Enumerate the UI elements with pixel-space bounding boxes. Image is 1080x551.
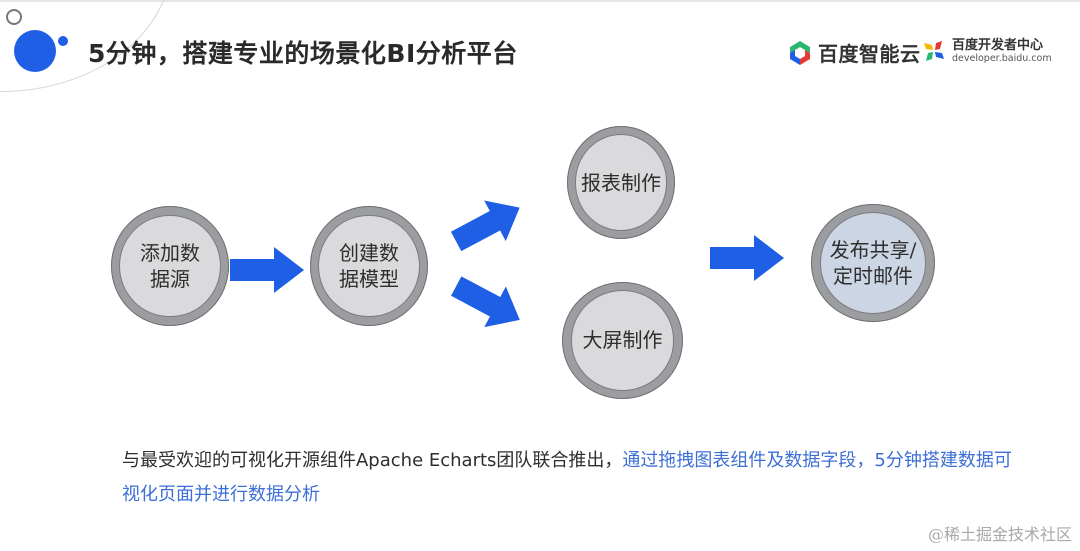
arrow-up-right-icon: [450, 200, 520, 252]
node-label-line: 大屏制作: [582, 328, 663, 353]
page-title: 5分钟，搭建专业的场景化BI分析平台: [88, 39, 518, 68]
node-label-line: 据模型: [338, 266, 399, 291]
baidu-cloud-logo: 百度智能云: [788, 38, 921, 67]
node-dashboard: 大屏制作: [562, 282, 683, 399]
node-label-line: 报表制作: [581, 170, 661, 195]
decorative-ring-icon: [6, 9, 22, 25]
caption-highlight: 通过拖拽图表组件及数据字段，5分钟搭建数据可视化页面并进行数据分析: [122, 450, 1012, 505]
baidu-cloud-hexagon-icon: [790, 40, 810, 65]
node-label-line: 创建数: [338, 240, 399, 265]
node-add-datasource: 添加数 据源: [111, 206, 229, 326]
node-label-line: 发布共享/: [829, 237, 917, 262]
baidu-developer-name: 百度开发者中心: [952, 38, 1044, 53]
arrow-down-right-icon: [451, 276, 520, 328]
decorative-blue-dot-icon: [14, 30, 56, 72]
top-divider: [0, 0, 1080, 2]
node-label-line: 添加数: [139, 240, 200, 265]
node-publish: 发布共享/ 定时邮件: [811, 204, 935, 322]
caption-plain: 与最受欢迎的可视化开源组件Apache Echarts团队联合推出，: [122, 450, 623, 471]
arrow-right-icon: [230, 247, 304, 293]
caption-text: 与最受欢迎的可视化开源组件Apache Echarts团队联合推出，通过拖拽图表…: [122, 444, 1022, 512]
baidu-developer-pinwheel-icon: [924, 41, 944, 61]
node-create-model: 创建数 据模型: [310, 206, 428, 326]
baidu-developer-url: developer.baidu.com: [952, 53, 1052, 64]
node-label-line: 据源: [149, 266, 190, 291]
node-report: 报表制作: [567, 126, 675, 239]
node-label-line: 定时邮件: [833, 263, 913, 288]
decorative-small-dot-icon: [58, 36, 68, 46]
watermark: @稀土掘金技术社区: [927, 525, 1072, 544]
baidu-developer-logo: 百度开发者中心 developer.baidu.com: [922, 38, 1052, 64]
arrow-right-icon: [710, 235, 784, 281]
baidu-cloud-name: 百度智能云: [818, 42, 921, 66]
